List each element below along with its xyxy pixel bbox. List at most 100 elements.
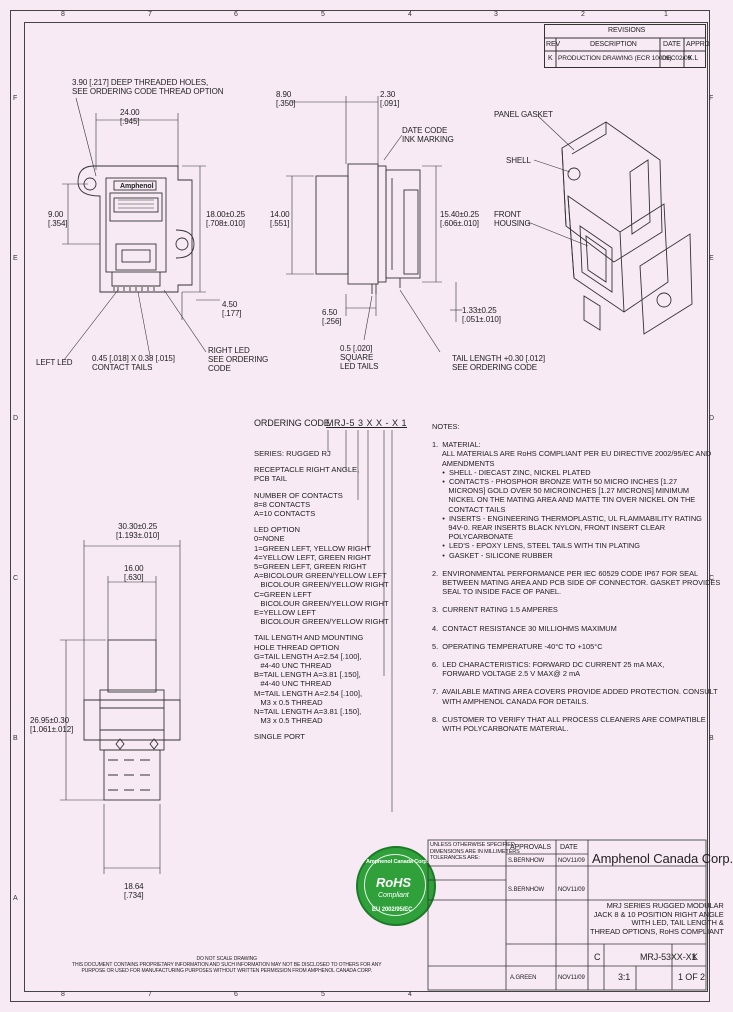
threaded-holes-note: 3.90 [.217] DEEP THREADED HOLES, SEE ORD… xyxy=(72,78,224,96)
note-item: 4. CONTACT RESISTANCE 30 MILLIOHMS MAXIM… xyxy=(432,623,617,633)
series-option: SERIES: RUGGED RJ xyxy=(254,449,331,458)
notes-section: NOTES: 1. MATERIAL: ALL MATERIALS ARE Ro… xyxy=(432,422,721,742)
checked-by: S.BERNHOW xyxy=(508,887,545,893)
note-item: 8. CUSTOMER TO VERIFY THAT ALL PROCESS C… xyxy=(432,714,706,734)
note-item: 5. OPERATING TEMPERATURE -40°C TO +105°C xyxy=(432,641,603,651)
drawing-frame xyxy=(10,10,710,1002)
led-tails-label: 0.5 [.020] SQUARE LED TAILS xyxy=(340,344,379,371)
rev-cell: PRODUCTION DRAWING (ECR 10009) xyxy=(558,55,672,62)
led-option: LED OPTION 0=NONE 1=GREEN LEFT, YELLOW R… xyxy=(254,525,389,627)
rev-cell: DEC02/09 xyxy=(662,55,692,62)
note-item: 6. LED CHARACTERISTICS: FORWARD DC CURRE… xyxy=(432,660,665,679)
dim-3030: 30.30±0.25 [1.193±.010] xyxy=(116,522,160,540)
zone-label: 2 xyxy=(581,11,585,18)
panel-gasket-label: PANEL GASKET xyxy=(494,110,553,119)
rev-header: REV xyxy=(546,41,561,48)
approvals-header: APPROVALS xyxy=(510,844,551,851)
title-block: UNLESS OTHERWISE SPECIFIED DIMENSIONS AR… xyxy=(428,840,733,990)
zone-label: 6 xyxy=(234,11,238,18)
drawn-date: NOV11/09 xyxy=(558,858,585,864)
rev-header: APPRD xyxy=(686,41,710,48)
dim-1600: 16.00 [.630] xyxy=(124,564,144,582)
zone-label: 4 xyxy=(408,991,412,998)
approved-date: NOV11/09 xyxy=(558,975,585,981)
proprietary-disclaimer: DO NOT SCALE DRAWING THIS DOCUMENT CONTA… xyxy=(72,956,382,974)
zone-label: B xyxy=(13,735,18,742)
note-item: 2. ENVIRONMENTAL PERFORMANCE PER IEC 605… xyxy=(432,568,721,597)
zone-label: B xyxy=(709,735,714,742)
revisions-table: REVISIONS REV DESCRIPTION DATE APPRD K P… xyxy=(544,24,710,68)
zone-label: 8 xyxy=(61,11,65,18)
zone-label: C xyxy=(13,575,19,582)
zone-label: 8 xyxy=(61,991,65,998)
zone-label: 4 xyxy=(408,11,412,18)
ordering-code-options: SERIES: RUGGED RJ RECEPTACLE RIGHT ANGLE… xyxy=(254,449,424,749)
zone-label: F xyxy=(709,95,714,102)
zone-label: C xyxy=(709,575,715,582)
sheet-value: 1 OF 2 xyxy=(678,972,705,982)
dim-left: 9.00 [.354] xyxy=(48,210,68,228)
company-name: Amphenol Canada Corp. xyxy=(592,851,733,866)
dim-450: 4.50 [.177] xyxy=(222,300,242,318)
dim-1400: 14.00 [.551] xyxy=(270,210,290,228)
stamp-compliant: Compliant xyxy=(378,892,409,899)
zone-label: 6 xyxy=(234,991,238,998)
revisions-grid xyxy=(544,24,706,68)
zone-label: 1 xyxy=(664,11,668,18)
stamp-directive: EU 2002/95/EC xyxy=(372,907,413,913)
drawing-title: MRJ SERIES RUGGED MODULAR JACK 8 & 10 PO… xyxy=(590,901,724,936)
drawing-border xyxy=(24,22,708,992)
dim-230: 2.30 [.091] xyxy=(380,90,400,108)
rohs-stamp: Amphenol Canada Corp. RoHS Compliant EU … xyxy=(356,846,436,926)
rev-value: K xyxy=(692,952,698,962)
dim-890: 8.90 [.350] xyxy=(276,90,296,108)
stamp-rohs: RoHS xyxy=(376,875,411,890)
tail-option: TAIL LENGTH AND MOUNTING HOLE THREAD OPT… xyxy=(254,633,364,726)
dim-650: 6.50 [.256] xyxy=(322,308,342,326)
contact-tails-label: 0.45 [.018] X 0.38 [.015] CONTACT TAILS xyxy=(92,354,175,372)
left-led-label: LEFT LED xyxy=(36,358,73,367)
rev-cell: K.L xyxy=(688,55,699,62)
zone-label: E xyxy=(709,255,714,262)
zone-label: D xyxy=(13,415,19,422)
single-port-option: SINGLE PORT xyxy=(254,732,305,742)
dim-2695: 26.95±0.30 [1.061±.012] xyxy=(30,716,74,734)
amphenol-logo: Amphenol xyxy=(120,183,154,190)
zone-label: D xyxy=(709,415,715,422)
approved-by: A.GREEN xyxy=(510,975,537,981)
tail-length-label: TAIL LENGTH +0.30 [.012] SEE ORDERING CO… xyxy=(452,354,545,372)
zone-label: E xyxy=(13,255,18,262)
zone-label: 3 xyxy=(494,11,498,18)
date-header: DATE xyxy=(560,844,578,851)
receptacle-option: RECEPTACLE RIGHT ANGLE, PCB TAIL xyxy=(254,465,360,484)
right-led-label: RIGHT LED SEE ORDERING CODE xyxy=(208,346,269,373)
revisions-title: REVISIONS xyxy=(608,27,646,34)
zone-label: F xyxy=(13,95,18,102)
dim-width: 24.00 [.945] xyxy=(120,108,140,126)
zone-label: 5 xyxy=(321,991,325,998)
checked-date: NOV11/09 xyxy=(558,887,585,893)
zone-label: A xyxy=(13,895,18,902)
rev-header: DESCRIPTION xyxy=(590,41,637,48)
note-item: 7. AVAILABLE MATING AREA COVERS PROVIDE … xyxy=(432,687,718,706)
contacts-option: NUMBER OF CONTACTS 8=8 CONTACTS A=10 CON… xyxy=(254,490,343,519)
scale-value: 3:1 xyxy=(618,972,631,982)
size-value: C xyxy=(594,952,601,962)
ordering-code-value: MRJ-5 3 X X - X 1 xyxy=(326,418,408,428)
dim-1864: 18.64 [.734] xyxy=(124,882,144,900)
tolerance-note: UNLESS OTHERWISE SPECIFIED DIMENSIONS AR… xyxy=(430,842,520,861)
notes-title: NOTES: xyxy=(432,422,460,431)
dim-133: 1.33±0.25 [.051±.010] xyxy=(462,306,501,324)
zone-label: 7 xyxy=(148,991,152,998)
shell-label: SHELL xyxy=(506,156,531,165)
note-item: 3. CURRENT RATING 1.5 AMPERES xyxy=(432,605,558,615)
zone-label: 7 xyxy=(148,11,152,18)
front-housing-label: FRONT HOUSING xyxy=(494,210,531,228)
dim-height: 18.00±0.25 [.708±.010] xyxy=(206,210,245,228)
rev-cell: K xyxy=(548,55,553,62)
zone-label: 5 xyxy=(321,11,325,18)
dim-1540: 15.40±0.25 [.606±.010] xyxy=(440,210,479,228)
part-number: MRJ-53XX-X1 xyxy=(640,952,697,962)
date-code-label: DATE CODE INK MARKING xyxy=(402,126,454,144)
rev-header: DATE xyxy=(663,41,681,48)
